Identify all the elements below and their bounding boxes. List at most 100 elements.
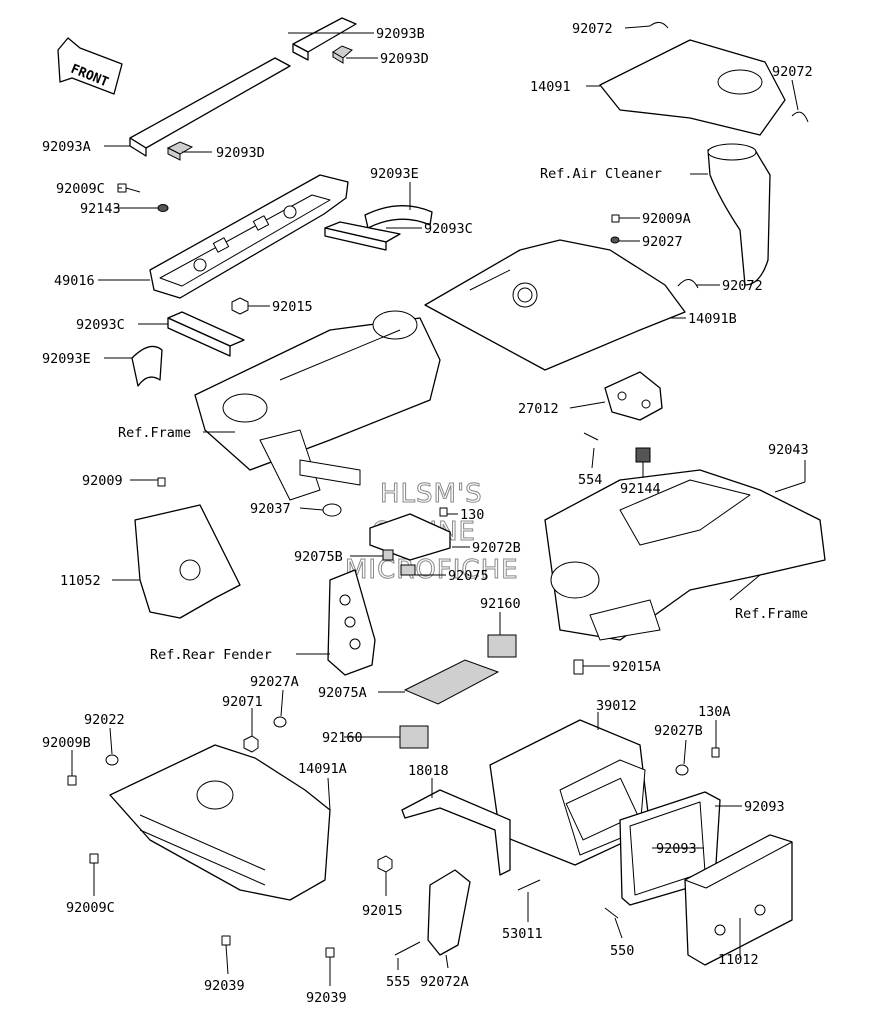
label-92093E-left: 92093E [42, 351, 91, 367]
label-92093B: 92093B [376, 26, 425, 42]
label-92009B: 92009B [42, 735, 91, 751]
front-arrow-icon: FRONT [57, 37, 123, 95]
bracket-92072A [427, 869, 471, 956]
label-92027: 92027 [642, 234, 683, 250]
label-92027B: 92027B [654, 723, 703, 739]
bracket-49016 [149, 174, 349, 299]
bolt-92009C-bottom-icon [89, 853, 99, 864]
nut-92015-bottom-icon [377, 855, 393, 873]
nut-92071-icon [243, 735, 259, 753]
label-92072-right: 92072 [772, 64, 813, 80]
label-92072B: 92072B [472, 540, 521, 556]
reference-labels: Ref.Air Cleaner Ref.Frame Ref.Frame Ref.… [118, 166, 808, 663]
label-92037: 92037 [250, 501, 291, 517]
label-11052: 11052 [60, 573, 101, 589]
label-27012: 27012 [518, 401, 559, 417]
washer-92022-icon [105, 754, 119, 766]
pad-92093E-left [131, 345, 163, 387]
air-cleaner-duct [707, 143, 771, 286]
bracket-92072B [369, 513, 451, 561]
pin-555-icon [394, 941, 421, 956]
bolt-92043-icon [774, 481, 806, 493]
pin-550-icon [604, 907, 619, 919]
label-92009A: 92009A [642, 211, 691, 227]
clip-92072-mid-icon [677, 279, 699, 289]
frame-left [194, 310, 441, 501]
label-92093-b: 92093 [656, 841, 697, 857]
pad-92093D-top [332, 45, 353, 64]
bolt-92039-b-icon [325, 947, 335, 958]
pad-92093C-left [167, 311, 245, 357]
label-92093A: 92093A [42, 139, 91, 155]
label-92093D-mid: 92093D [216, 145, 265, 161]
cover-14091 [599, 39, 786, 136]
washer-92143-icon [157, 204, 169, 212]
label-14091A: 14091A [298, 761, 347, 777]
label-14091B: 14091B [688, 311, 737, 327]
washer-92027A-icon [273, 716, 287, 728]
washer-92027B-icon [675, 764, 689, 776]
watermark-line3: MICROFICHE [345, 555, 519, 585]
pad-92093B [292, 17, 357, 61]
block-92075-icon [400, 564, 416, 576]
bolt-92009B-icon [67, 775, 77, 786]
clip-92037-icon [322, 503, 342, 517]
rear-fender-bracket [327, 569, 376, 676]
pad-92093A [129, 57, 291, 157]
battery-11012 [684, 834, 793, 966]
frame-right [544, 469, 826, 641]
cover-14091A [109, 744, 331, 901]
bracket-27012 [604, 371, 663, 421]
label-92039-a: 92039 [204, 978, 245, 994]
label-92072-mid: 92072 [722, 278, 763, 294]
label-92093D-top: 92093D [380, 51, 429, 67]
label-92071: 92071 [222, 694, 263, 710]
label-130: 130 [460, 507, 484, 523]
label-92027A: 92027A [250, 674, 299, 690]
label-554: 554 [578, 472, 602, 488]
label-39012: 39012 [596, 698, 637, 714]
bolt-92009-icon [157, 477, 166, 487]
label-92143: 92143 [80, 201, 121, 217]
pad-92093E-top [364, 205, 433, 229]
nut-92015-top-icon [231, 297, 249, 315]
pad-92093C-right [324, 221, 401, 251]
label-92075B: 92075B [294, 549, 343, 565]
label-92043: 92043 [768, 442, 809, 458]
bolt-130-icon [439, 507, 448, 517]
label-92093-a: 92093 [744, 799, 785, 815]
clip-92072-top-icon [649, 22, 669, 29]
label-92015-top: 92015 [272, 299, 313, 315]
pin-554-icon [583, 432, 599, 441]
pad-92093D-mid [166, 141, 194, 161]
label-92009C-bottom: 92009C [66, 900, 115, 916]
label-130A: 130A [698, 704, 731, 720]
label-18018: 18018 [408, 763, 449, 779]
label-92072A: 92072A [420, 974, 469, 990]
part-labels: 92093B 92093D 92093A 92093D 92009C 92143… [42, 21, 813, 1006]
label-92015-bottom: 92015 [362, 903, 403, 919]
ref-frame-right: Ref.Frame [735, 606, 808, 622]
ref-rear-fender: Ref.Rear Fender [150, 647, 272, 663]
bolt-92015A-icon [573, 659, 584, 675]
label-92072-top: 92072 [572, 21, 613, 37]
label-92022: 92022 [84, 712, 125, 728]
leader-lines [71, 25, 806, 986]
label-92075: 92075 [448, 568, 489, 584]
clip-92072-right-icon [791, 111, 809, 123]
label-92160-top: 92160 [480, 596, 521, 612]
watermark-line1: HLSM'S [380, 479, 483, 509]
label-14091: 14091 [530, 79, 571, 95]
label-92144: 92144 [620, 481, 661, 497]
pad-92160-mid [399, 725, 429, 749]
bolt-92039-a-icon [221, 935, 231, 946]
label-53011: 53011 [502, 926, 543, 942]
ref-air-cleaner: Ref.Air Cleaner [540, 166, 662, 182]
label-92009: 92009 [82, 473, 123, 489]
bolt-92009A-icon [611, 214, 620, 223]
label-92093E-top: 92093E [370, 166, 419, 182]
bracket-11052 [134, 504, 241, 619]
pad-92075A [403, 659, 500, 705]
block-92075B-icon [382, 549, 394, 561]
